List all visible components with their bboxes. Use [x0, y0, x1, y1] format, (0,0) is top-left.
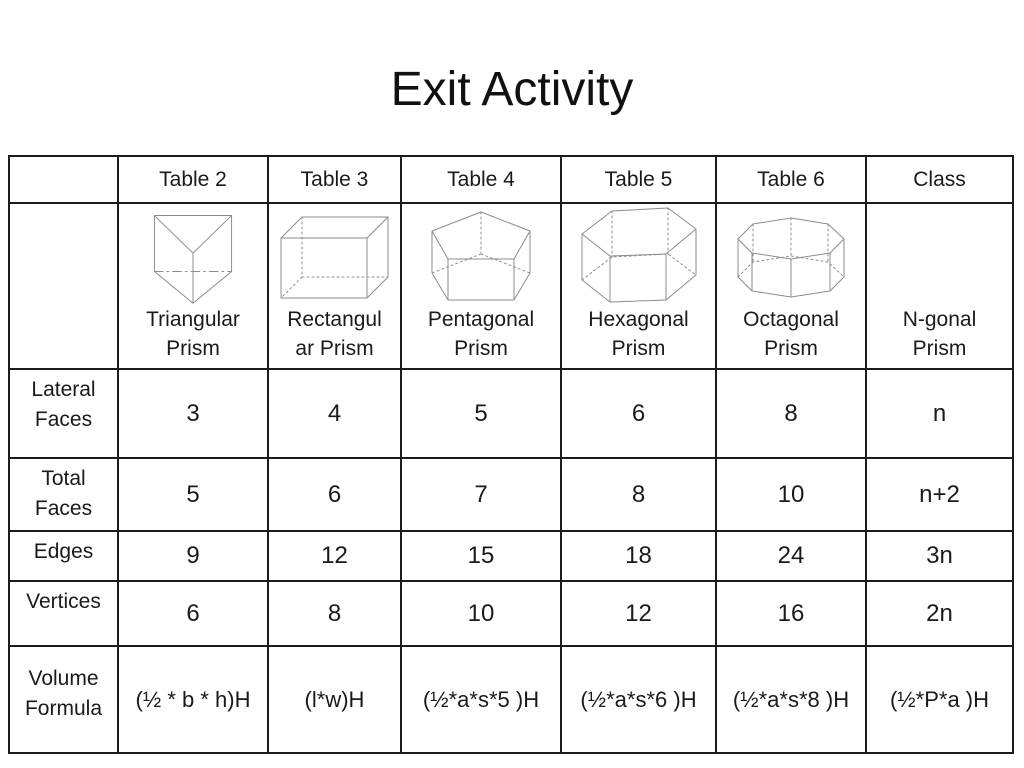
edges-table-4: 15: [400, 530, 562, 582]
row-label-total-faces: Total Faces: [8, 457, 119, 532]
total-faces-table-4: 7: [400, 457, 562, 532]
volume-formula-table-4: (½*a*s*5 )H: [400, 645, 562, 754]
prism-row: Triangular Prism Rectangul ar Prism: [8, 202, 1014, 370]
slide-title: Exit Activity: [390, 63, 634, 116]
prism-cell-octagonal: Octagonal Prism: [715, 202, 867, 370]
vertices-table-5: 12: [560, 580, 717, 647]
vertices-table-3: 8: [267, 580, 402, 647]
edges-class: 3n: [865, 530, 1014, 582]
volume-formula-table-2: (½ * b * h)H: [117, 645, 269, 754]
header-table-4: Table 4: [400, 155, 562, 204]
header-table-6: Table 6: [715, 155, 867, 204]
volume-formula-table-6: (½*a*s*8 )H: [715, 645, 867, 754]
total-faces-table-5: 8: [560, 457, 717, 532]
lateral-faces-table-6: 8: [715, 368, 867, 459]
prism-cell-triangular: Triangular Prism: [117, 202, 269, 370]
prism-name: Rectangul ar Prism: [287, 308, 382, 361]
vertices-table-4: 10: [400, 580, 562, 647]
edges-table-5: 18: [560, 530, 717, 582]
prisms-table: Table 2 Table 3 Table 4 Table 5 Table 6 …: [8, 155, 1014, 754]
prism-name: Hexagonal Prism: [588, 308, 689, 361]
lateral-faces-class: n: [865, 368, 1014, 459]
header-table-2: Table 2: [117, 155, 269, 204]
pentagonal-prism-icon: [403, 206, 559, 306]
lateral-faces-table-5: 6: [560, 368, 717, 459]
ngonal-prism-empty-figure: [868, 208, 1011, 306]
volume-formula-class: (½*P*a )H: [865, 645, 1014, 754]
rectangular-prism-icon: [270, 208, 399, 306]
volume-formula-table-5: (½*a*s*6 )H: [560, 645, 717, 754]
edges-table-6: 24: [715, 530, 867, 582]
total-faces-class: n+2: [865, 457, 1014, 532]
lateral-faces-table-2: 3: [117, 368, 269, 459]
prism-name: Triangular Prism: [146, 308, 240, 361]
prism-name: Pentagonal Prism: [427, 308, 535, 361]
header-table-5: Table 5: [560, 155, 717, 204]
row-label-volume-formula: Volume Formula: [8, 645, 119, 754]
prism-cell-hexagonal: Hexagonal Prism: [560, 202, 717, 370]
vertices-class: 2n: [865, 580, 1014, 647]
prism-cell-pentagonal: Pentagonal Prism: [400, 202, 562, 370]
prism-name: Octagonal Prism: [743, 308, 839, 361]
lateral-faces-row: Lateral Faces 3 4 5 6 8 n: [8, 368, 1014, 459]
header-row: Table 2 Table 3 Table 4 Table 5 Table 6 …: [8, 155, 1014, 204]
edges-table-2: 9: [117, 530, 269, 582]
total-faces-table-3: 6: [267, 457, 402, 532]
header-empty-cell: [8, 155, 119, 204]
total-faces-table-2: 5: [117, 457, 269, 532]
row-label-vertices: Vertices: [8, 580, 119, 647]
edges-table-3: 12: [267, 530, 402, 582]
row-label-edges: Edges: [8, 530, 119, 582]
octagonal-prism-icon: [718, 208, 864, 306]
volume-formula-row: Volume Formula (½ * b * h)H (l*w)H (½*a*…: [8, 645, 1014, 754]
volume-formula-table-3: (l*w)H: [267, 645, 402, 754]
prism-cell-ngonal: N-gonal Prism: [865, 202, 1014, 370]
lateral-faces-table-3: 4: [267, 368, 402, 459]
header-table-3: Table 3: [267, 155, 402, 204]
prism-row-empty-label-cell: [8, 202, 119, 370]
hexagonal-prism-icon: [563, 205, 714, 306]
total-faces-table-6: 10: [715, 457, 867, 532]
vertices-table-6: 16: [715, 580, 867, 647]
row-label-lateral-faces: Lateral Faces: [8, 368, 119, 459]
vertices-row: Vertices 6 8 10 12 16 2n: [8, 580, 1014, 647]
header-class: Class: [865, 155, 1014, 204]
triangular-prism-icon: [120, 208, 266, 306]
vertices-table-2: 6: [117, 580, 269, 647]
total-faces-row: Total Faces 5 6 7 8 10 n+2: [8, 457, 1014, 532]
edges-row: Edges 9 12 15 18 24 3n: [8, 530, 1014, 582]
prism-cell-rectangular: Rectangul ar Prism: [267, 202, 402, 370]
prism-name: N-gonal Prism: [902, 308, 977, 361]
lateral-faces-table-4: 5: [400, 368, 562, 459]
